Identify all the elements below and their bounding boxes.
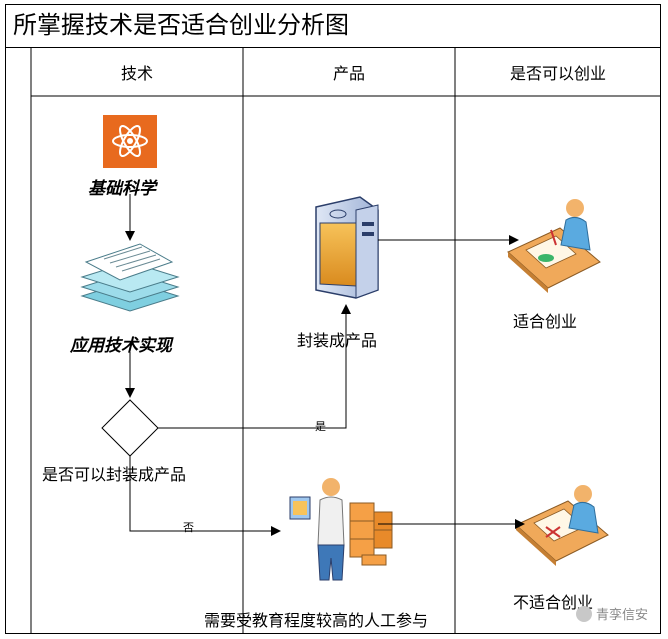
node-packaged-product: 封装成产品 [297, 331, 378, 350]
server-icon [315, 196, 379, 299]
node-decision-label: 是否可以封装成产品 [42, 465, 187, 484]
edge-decision-no [129, 456, 281, 536]
edge-decision-yes [158, 304, 351, 429]
lane-header-product: 产品 [332, 64, 365, 83]
watermark: 青孪信安 [575, 604, 648, 623]
edge-label-yes: 是 [315, 420, 326, 433]
desk-worker-icon-suitable [507, 199, 601, 293]
documents-icon [80, 243, 180, 312]
lane-header-startup: 是否可以创业 [509, 64, 606, 83]
watermark-text: 青孪信安 [595, 608, 648, 623]
wechat-icon [575, 605, 592, 622]
desk-worker-icon-not-suitable [515, 485, 609, 566]
atom-icon [103, 115, 157, 168]
diagram-frame [5, 4, 661, 634]
diagram-title: 所掌握技术是否适合创业分析图 [13, 11, 349, 39]
title-bar: 所掌握技术是否适合创业分析图 [5, 4, 661, 48]
decision-diamond [101, 399, 159, 457]
lane-header-tech: 技术 [120, 64, 153, 83]
node-applied-tech: 应用技术实现 [70, 336, 172, 356]
node-human-work: 需要受教育程度较高的人工参与 [204, 611, 429, 630]
node-suitable: 适合创业 [513, 312, 578, 331]
node-not-suitable: 不适合创业 [513, 593, 594, 612]
edge-label-no: 否 [183, 521, 194, 534]
worker-with-boxes-icon [289, 478, 393, 581]
node-basic-science: 基础科学 [88, 179, 156, 199]
